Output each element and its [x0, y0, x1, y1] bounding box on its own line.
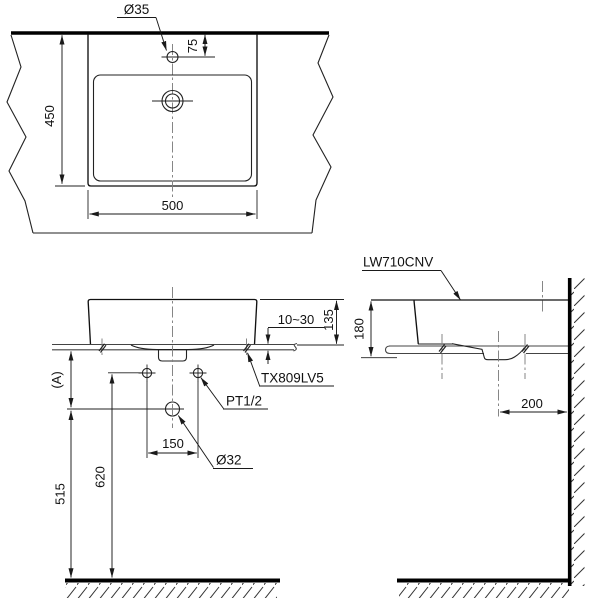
dim-drain-to-wall: 200 [500, 396, 567, 415]
basin-outline-front [87, 298, 258, 345]
break-line-left [6, 34, 34, 234]
dim-text-450: 450 [42, 105, 57, 127]
basin-front-face-side [413, 300, 419, 345]
label-text-lw710cnv: LW710CNV [363, 255, 433, 270]
faucet-hole-plan [161, 50, 184, 64]
label-product-code: LW710CNV [362, 255, 461, 301]
label-text-tx809lv5: TX809LV5 [261, 371, 324, 386]
dim-counter-thickness: 10~30 [265, 312, 324, 364]
dim-text-150: 150 [162, 436, 184, 451]
fixing-bolt-right [243, 338, 251, 357]
dim-text-75: 75 [185, 39, 200, 53]
wall-section [567, 278, 585, 586]
dim-text-500: 500 [162, 198, 184, 213]
label-supply-thread: PT1/2 [200, 377, 268, 410]
dim-basin-depth: 450 [42, 35, 85, 187]
bolt-mark-side-2 [521, 334, 530, 379]
label-faucet-dia: Ø35 [117, 2, 167, 51]
dim-supply-height: 620 [92, 372, 142, 578]
label-text-dia32: Ø32 [216, 453, 242, 468]
supply-hole-right [189, 364, 207, 382]
floor-left [65, 578, 280, 598]
break-line-right [311, 34, 334, 234]
dim-basin-width: 500 [87, 190, 258, 219]
wall-hatch [571, 278, 585, 586]
floor-left-hatch [65, 583, 277, 598]
dim-text-180: 180 [351, 318, 366, 340]
overflow-hole-plan [152, 89, 193, 113]
label-text-dia35: Ø35 [124, 2, 150, 17]
label-drain-dia: Ø32 [177, 415, 253, 469]
dim-text-200: 200 [521, 396, 543, 411]
label-fastener: TX809LV5 [247, 352, 334, 387]
dim-drain-height: 515 [52, 410, 74, 578]
dim-faucet-offset: 75 [181, 34, 215, 58]
floor-right [397, 578, 571, 598]
label-text-pt12: PT1/2 [226, 394, 262, 409]
dim-basin-height: 180 [351, 301, 397, 359]
dim-text-515: 515 [52, 483, 67, 505]
drain-boss-side [451, 343, 525, 361]
countertop-side [384, 345, 568, 355]
fixing-bolt-left [98, 338, 107, 357]
counter-break-wave [293, 342, 298, 352]
side-view: LW710CNV [351, 255, 585, 598]
floor-right-hatch [399, 583, 569, 598]
dim-text-10-30: 10~30 [278, 312, 315, 327]
dim-text-a: (A) [49, 371, 64, 388]
dim-height-above-counter: 135 [260, 299, 344, 346]
dim-text-135: 135 [321, 309, 336, 331]
dim-text-620: 620 [92, 466, 107, 488]
front-view: 10~30 135 TX809LV5 PT1/2 [49, 287, 344, 598]
bolt-mark-side-1 [438, 334, 447, 379]
top-view: 450 500 75 Ø35 [6, 2, 334, 234]
dim-a: (A) [49, 351, 74, 408]
